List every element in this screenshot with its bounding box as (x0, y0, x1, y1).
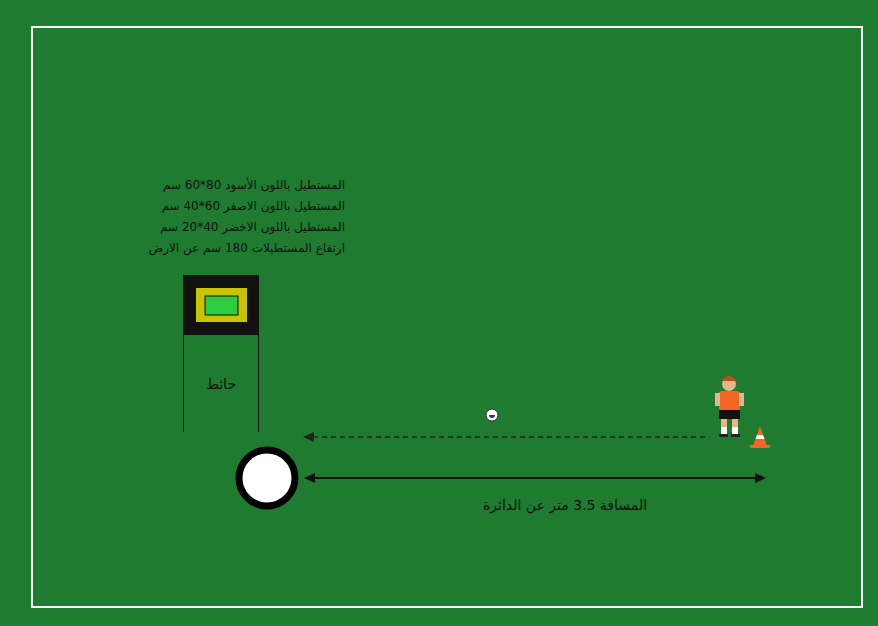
ball (486, 409, 498, 421)
wall-label: حائط (206, 376, 236, 392)
green-target (205, 296, 238, 315)
distance-label: المسافة 3.5 متر عن الدائرة (483, 497, 647, 513)
black-target (183, 275, 259, 335)
arrow-head (303, 432, 314, 442)
field-boundary (32, 27, 862, 607)
arrow-head (304, 473, 315, 483)
target-circle (239, 450, 295, 506)
ball-patch (489, 415, 495, 418)
yellow-target (196, 288, 247, 322)
pass-path (313, 436, 710, 438)
target-note: المستطيل باللون الاصفر 60*40 سم (162, 199, 345, 213)
target-note: المستطيل باللون الأسود 80*60 سم (163, 178, 345, 192)
target-note: المستطيل باللون الاخضر 40*20 سم (160, 220, 345, 234)
cone (750, 426, 770, 448)
player (715, 376, 744, 437)
arrow-head (755, 473, 766, 483)
height-note: ارتفاع المستطيلات 180 سم عن الارض (149, 241, 345, 255)
distance-line (313, 477, 757, 479)
wall-region: حائط (183, 335, 259, 432)
